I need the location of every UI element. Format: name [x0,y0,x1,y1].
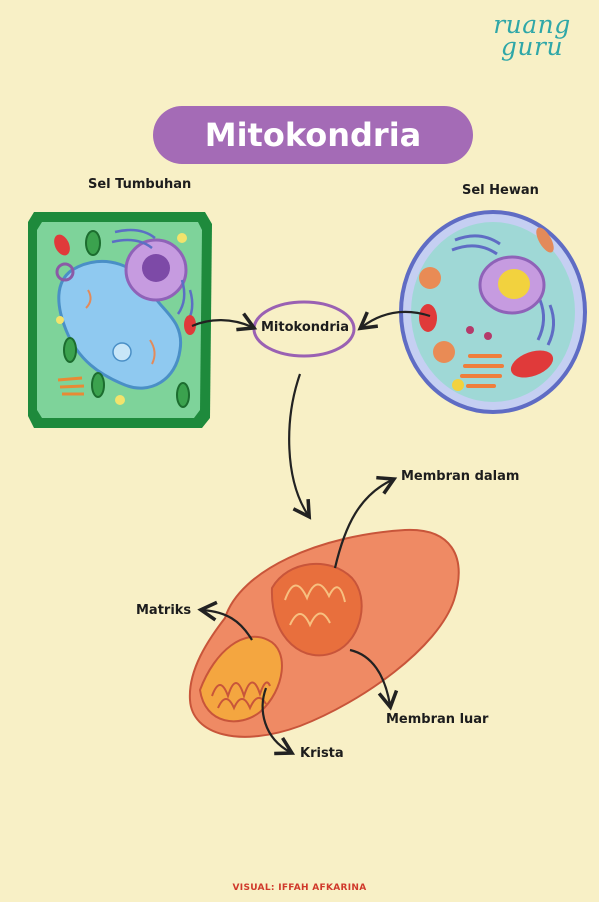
outer-membrane-label: Membran luar [386,712,489,727]
animal-cell-label: Sel Hewan [462,183,539,198]
animal-to-center-arrow [357,310,431,331]
title-banner: Mitokondria [153,106,473,164]
center-to-mitochondrion-arrow [288,373,312,520]
matrix-arrow [197,600,253,641]
inner-membrane-label: Membran dalam [401,469,520,484]
center-mitokondria-label: Mitokondria [261,320,349,335]
brand-line-2: guru [500,32,564,61]
visual-credit: VISUAL: IFFAH AFKARINA [232,883,367,893]
plant-to-center-arrow [191,312,258,332]
plant-cell-label: Sel Tumbuhan [88,177,192,192]
cristae-label: Krista [300,746,344,761]
cristae-arrow [261,687,296,756]
mitochondrion-illustration [188,528,460,738]
outer-membrane-arrow [349,648,399,711]
plant-cell-illustration [28,212,212,428]
brand-line-1: ruang [493,10,571,39]
brand-logo: ruang guru [487,10,577,61]
animal-cell-illustration [399,210,587,414]
page-title: Mitokondria [204,116,422,154]
matrix-label: Matriks [136,603,192,618]
inner-membrane-arrow [333,475,398,569]
